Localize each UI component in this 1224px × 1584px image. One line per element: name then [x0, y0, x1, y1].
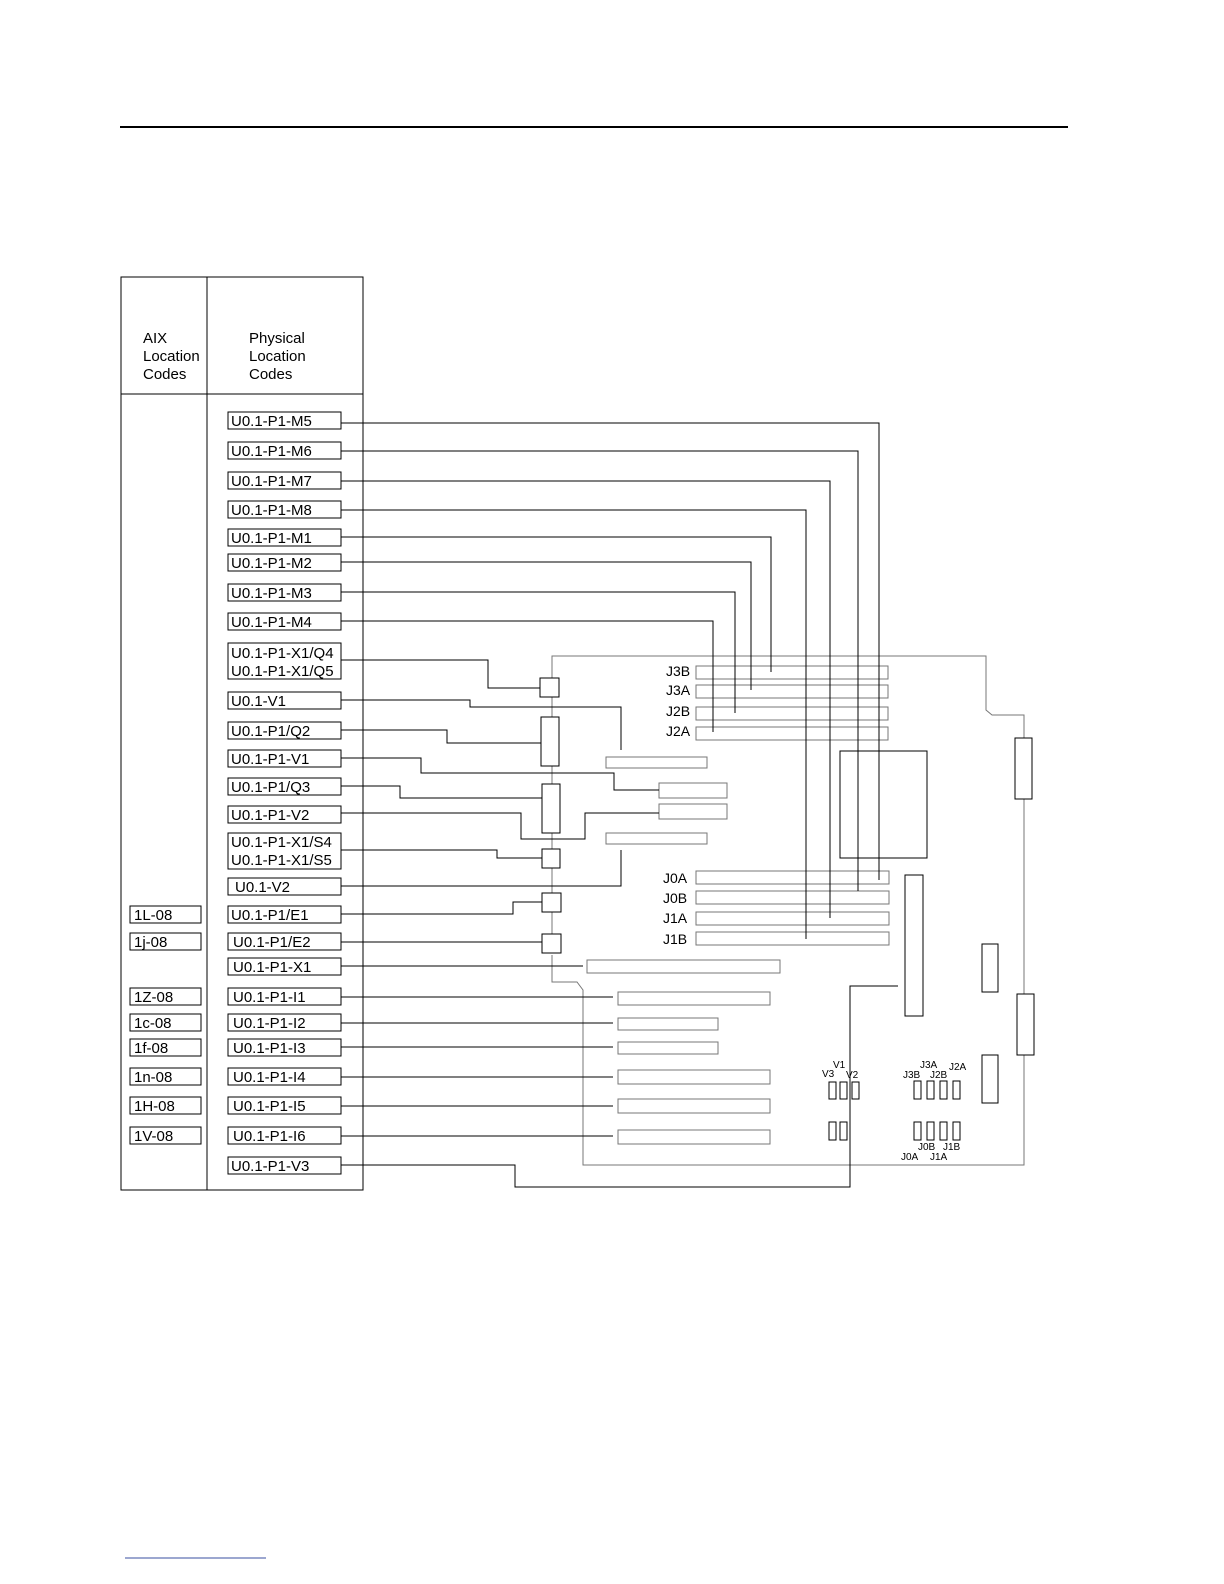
code-x1: U0.1-P1-X1 [233, 959, 311, 976]
aix-code-1j: 1j-08 [134, 934, 167, 951]
physical-header-line-3: Codes [249, 366, 292, 383]
code-v1: U0.1-V1 [231, 693, 286, 710]
conn-label-j0a: J0A [901, 1152, 919, 1163]
leader-lines [341, 422, 898, 1188]
code-x1-s5: U0.1-P1-X1/S5 [231, 852, 332, 869]
code-i3: U0.1-P1-I3 [233, 1040, 306, 1057]
physical-code-boxes [227, 411, 342, 1175]
code-q3: U0.1-P1/Q3 [231, 779, 310, 796]
conn-label-j2b: J2B [930, 1070, 948, 1081]
code-x1-q4: U0.1-P1-X1/Q4 [231, 645, 334, 662]
aix-code-1v: 1V-08 [134, 1128, 173, 1145]
code-i4: U0.1-P1-I4 [233, 1069, 306, 1086]
code-p1-v2: U0.1-P1-V2 [231, 807, 309, 824]
code-m1: U0.1-P1-M1 [231, 530, 312, 547]
conn-label-v3: V3 [822, 1069, 835, 1080]
dimm-label-j0a: J0A [663, 870, 688, 886]
aix-header-line-3: Codes [143, 366, 186, 383]
conn-label-j1b: J1B [943, 1142, 961, 1153]
conn-label-v2: V2 [846, 1070, 859, 1081]
code-p1-v3: U0.1-P1-V3 [231, 1158, 309, 1175]
conn-label-j3a: J3A [920, 1060, 938, 1071]
dimm-label-j0b: J0B [663, 890, 687, 906]
aix-header-line-2: Location [143, 348, 200, 365]
code-m4: U0.1-P1-M4 [231, 614, 312, 631]
aix-code-1n: 1n-08 [134, 1069, 172, 1086]
code-e2: U0.1-P1/E2 [233, 934, 311, 951]
board-components [539, 677, 1035, 1145]
memory-slots [695, 665, 890, 946]
conn-label-j3b: J3B [903, 1070, 921, 1081]
code-i6: U0.1-P1-I6 [233, 1128, 306, 1145]
code-e1: U0.1-P1/E1 [231, 907, 309, 924]
code-p1-v1: U0.1-P1-V1 [231, 751, 309, 768]
aix-header-line-1: AIX [143, 330, 167, 347]
code-m2: U0.1-P1-M2 [231, 555, 312, 572]
code-i2: U0.1-P1-I2 [233, 1015, 306, 1032]
location-table [120, 276, 364, 1191]
aix-code-1h: 1H-08 [134, 1098, 175, 1115]
conn-label-j0b: J0B [918, 1142, 936, 1153]
conn-label-j1a: J1A [930, 1152, 948, 1163]
dimm-label-j2b: J2B [666, 703, 690, 719]
physical-header-line-2: Location [249, 348, 306, 365]
code-m3: U0.1-P1-M3 [231, 585, 312, 602]
code-m5: U0.1-P1-M5 [231, 413, 312, 430]
physical-header-line-1: Physical [249, 330, 305, 347]
aix-code-1f: 1f-08 [134, 1040, 168, 1057]
code-v2: U0.1-V2 [235, 879, 290, 896]
dimm-label-j1b: J1B [663, 931, 687, 947]
code-m7: U0.1-P1-M7 [231, 473, 312, 490]
aix-code-boxes [129, 905, 202, 1145]
aix-code-1z: 1Z-08 [134, 989, 173, 1006]
conn-label-v1: V1 [833, 1060, 846, 1071]
code-m8: U0.1-P1-M8 [231, 502, 312, 519]
dimm-label-j2a: J2A [666, 723, 691, 739]
planar-board [551, 655, 1025, 1166]
conn-label-j2a: J2A [949, 1062, 967, 1073]
code-i5: U0.1-P1-I5 [233, 1098, 306, 1115]
code-i1: U0.1-P1-I1 [233, 989, 306, 1006]
code-m6: U0.1-P1-M6 [231, 443, 312, 460]
dimm-label-j1a: J1A [663, 910, 688, 926]
code-x1-s4: U0.1-P1-X1/S4 [231, 834, 332, 851]
code-x1-q5: U0.1-P1-X1/Q5 [231, 663, 334, 680]
code-q2: U0.1-P1/Q2 [231, 723, 310, 740]
aix-code-1c: 1c-08 [134, 1015, 172, 1032]
dimm-label-j3b: J3B [666, 663, 690, 679]
aix-code-1l: 1L-08 [134, 907, 172, 924]
dimm-label-j3a: J3A [666, 682, 691, 698]
